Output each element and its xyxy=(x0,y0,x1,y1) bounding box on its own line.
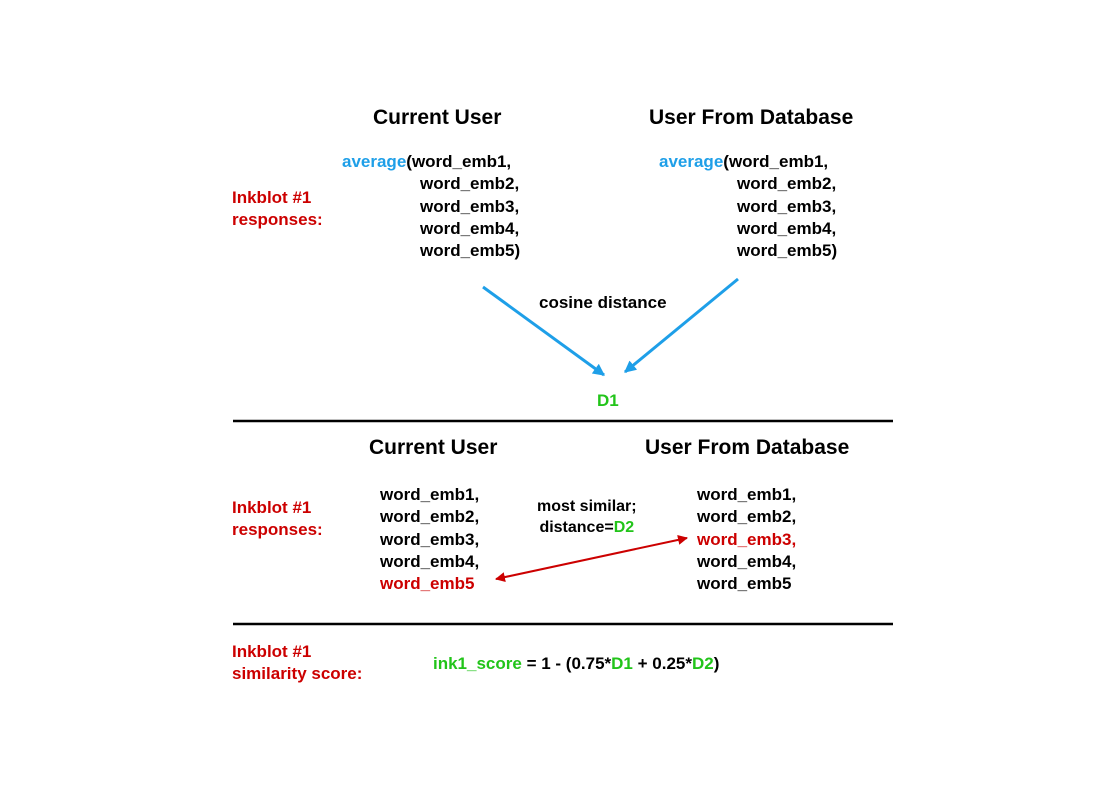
word-emb: (word_emb1, xyxy=(406,152,512,171)
word-emb: word_emb2, xyxy=(697,507,797,527)
section2-db-user-heading: User From Database xyxy=(645,436,850,459)
section2-side-label-line1: Inkblot #1 xyxy=(232,498,312,517)
word-emb: word_emb5) xyxy=(420,241,521,261)
word-emb-highlighted: word_emb3, xyxy=(697,529,797,549)
word-emb: word_emb3, xyxy=(380,529,480,549)
most-similar-arrow xyxy=(495,535,688,582)
cosine-distance-label: cosine distance xyxy=(539,293,667,312)
word-emb: word_emb4, xyxy=(737,218,837,238)
db-user-average-line: average(word_emb1, xyxy=(659,151,837,173)
section1-db-user-embeddings: average(word_emb1, word_emb2, word_emb3,… xyxy=(659,151,837,262)
section2-current-user-list: word_emb1, word_emb2, word_emb3, word_em… xyxy=(380,484,479,595)
word-emb: word_emb5) xyxy=(737,241,838,261)
word-emb: word_emb1, xyxy=(697,485,797,504)
formula-part: ) xyxy=(713,654,720,673)
section1-side-label-line2: responses: xyxy=(232,210,323,229)
section3-side-label-line1: Inkblot #1 xyxy=(232,642,312,661)
section1-side-label-line1: Inkblot #1 xyxy=(232,188,312,207)
word-emb: (word_emb1, xyxy=(723,152,829,171)
word-emb: word_emb3, xyxy=(420,196,520,216)
section2-side-label-line2: responses: xyxy=(232,520,323,539)
formula-d2: D2 xyxy=(691,654,714,673)
formula-part: = 1 - (0.75* xyxy=(521,654,612,673)
word-emb: word_emb2, xyxy=(420,174,520,194)
d1-result: D1 xyxy=(597,391,619,410)
d2-value: D2 xyxy=(613,519,635,536)
word-emb: word_emb3, xyxy=(737,196,837,216)
current-user-average-line: average(word_emb1, xyxy=(342,151,520,173)
average-function: average xyxy=(342,152,407,171)
arrow-right-to-d1 xyxy=(624,277,739,374)
formula-part: + 0.25* xyxy=(632,654,692,673)
formula-d1: D1 xyxy=(611,654,633,673)
most-similar-line: most similar; xyxy=(537,498,637,515)
section3-side-label: Inkblot #1 similarity score: xyxy=(232,641,362,685)
word-emb: word_emb1, xyxy=(380,485,480,504)
word-emb: word_emb2, xyxy=(380,507,480,527)
section1-db-user-heading: User From Database xyxy=(649,106,854,129)
section1-current-user-embeddings: average(word_emb1, word_emb2, word_emb3,… xyxy=(342,151,520,262)
similarity-formula: ink1_score = 1 - (0.75*D1 + 0.25*D2) xyxy=(433,653,719,675)
word-emb: word_emb4, xyxy=(380,551,480,571)
distance-line: distance=D2 xyxy=(537,517,637,538)
section1-side-label: Inkblot #1 responses: xyxy=(232,187,323,231)
word-emb: word_emb4, xyxy=(697,551,797,571)
average-function: average xyxy=(659,152,724,171)
word-emb-highlighted: word_emb5 xyxy=(380,574,475,594)
section3-side-label-line2: similarity score: xyxy=(232,664,363,683)
section2-side-label: Inkblot #1 responses: xyxy=(232,497,323,541)
word-emb: word_emb4, xyxy=(420,218,520,238)
arrow-left-to-d1 xyxy=(482,285,605,377)
word-emb: word_emb5 xyxy=(697,574,792,594)
section2-current-user-heading: Current User xyxy=(369,436,498,459)
formula-variable: ink1_score xyxy=(433,654,522,673)
word-emb: word_emb2, xyxy=(737,174,837,194)
most-similar-label: most similar; distance=D2 xyxy=(537,496,637,538)
section2-db-user-list: word_emb1, word_emb2, word_emb3, word_em… xyxy=(697,484,796,595)
distance-prefix: distance= xyxy=(539,519,614,536)
section1-current-user-heading: Current User xyxy=(373,106,502,129)
